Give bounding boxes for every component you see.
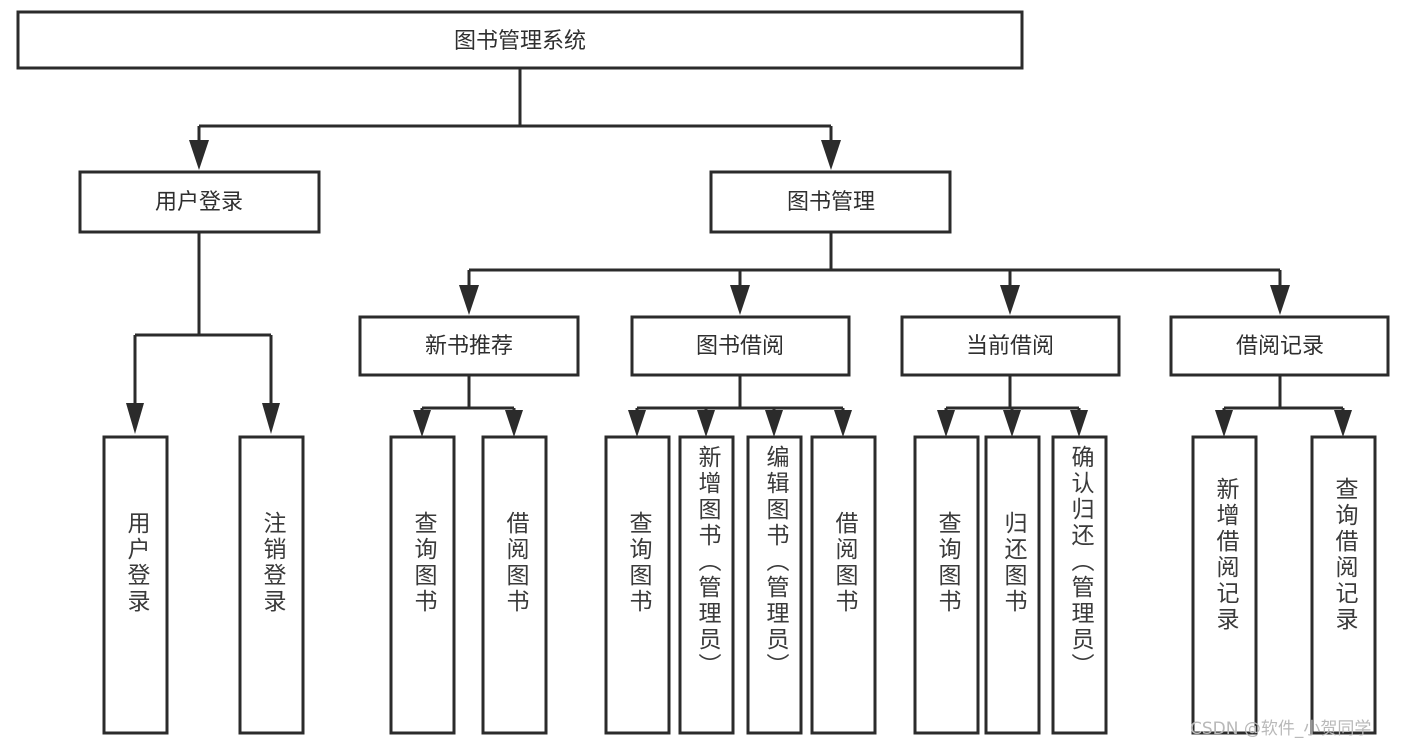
arrowhead-level3-3 (1000, 285, 1020, 315)
leaf-boxes (102, 435, 1377, 735)
node-book-management-label: 图书管理 (787, 190, 875, 215)
arrowhead-leaf-4 (505, 410, 523, 437)
node-root[interactable]: 图书管理系统 (16, 10, 1024, 70)
arrowhead-leaf-13 (1334, 410, 1352, 437)
leaf-box-4[interactable] (481, 435, 548, 735)
arrowhead-leaf-7 (765, 410, 783, 437)
node-user-login-label: 用户登录 (155, 190, 243, 215)
leaf-box-1[interactable] (102, 435, 169, 735)
leaf-box-12[interactable] (1191, 435, 1258, 735)
leaf-box-10[interactable] (984, 435, 1041, 735)
node-current-borrow-label: 当前借阅 (966, 334, 1054, 359)
node-current-borrow[interactable]: 当前借阅 (900, 315, 1121, 377)
node-borrow-record-label: 借阅记录 (1236, 334, 1324, 359)
leaf-box-11[interactable] (1051, 435, 1108, 735)
arrowhead-leaf-11 (1070, 410, 1088, 437)
arrowhead-leaf-10 (1003, 410, 1021, 437)
node-new-book-recommend-box[interactable] (358, 315, 580, 377)
node-borrow-record-box[interactable] (1169, 315, 1390, 377)
arrowhead-level3-1 (459, 285, 479, 315)
node-new-book-recommend-label: 新书推荐 (425, 334, 513, 359)
arrowhead-books (821, 140, 841, 170)
node-current-borrow-box[interactable] (900, 315, 1121, 377)
arrowhead-level3-4 (1270, 285, 1290, 315)
leaf-box-7[interactable] (746, 435, 803, 735)
leaf-box-8[interactable] (810, 435, 877, 735)
arrowhead-leaf-2 (262, 403, 280, 434)
node-user-login-box[interactable] (78, 170, 321, 234)
leaf-box-3[interactable] (389, 435, 456, 735)
node-borrow-record[interactable]: 借阅记录 (1169, 315, 1390, 377)
leaf-box-6[interactable] (678, 435, 735, 735)
arrowhead-login (189, 140, 209, 170)
leaf-box-5[interactable] (604, 435, 671, 735)
arrowhead-leaf-8 (834, 410, 852, 437)
arrowhead-level3-2 (730, 285, 750, 315)
node-root-label: 图书管理系统 (454, 29, 586, 54)
arrowhead-leaf-6 (697, 410, 715, 437)
connectors (126, 68, 1352, 437)
leaf-box-9[interactable] (913, 435, 980, 735)
node-book-borrow-label: 图书借阅 (696, 334, 784, 359)
node-new-book-recommend[interactable]: 新书推荐 (358, 315, 580, 377)
arrowhead-leaf-9 (937, 410, 955, 437)
node-book-borrow[interactable]: 图书借阅 (630, 315, 851, 377)
leaf-box-2[interactable] (238, 435, 305, 735)
node-book-management-box[interactable] (709, 170, 952, 234)
arrowhead-leaf-5 (628, 410, 646, 437)
node-book-management[interactable]: 图书管理 (709, 170, 952, 234)
leaf-box-13[interactable] (1310, 435, 1377, 735)
node-root-box[interactable] (16, 10, 1024, 70)
arrowhead-leaf-1 (126, 403, 144, 434)
node-book-borrow-box[interactable] (630, 315, 851, 377)
arrowhead-leaf-12 (1215, 410, 1233, 437)
node-user-login[interactable]: 用户登录 (78, 170, 321, 234)
arrowhead-leaf-3 (413, 410, 431, 437)
